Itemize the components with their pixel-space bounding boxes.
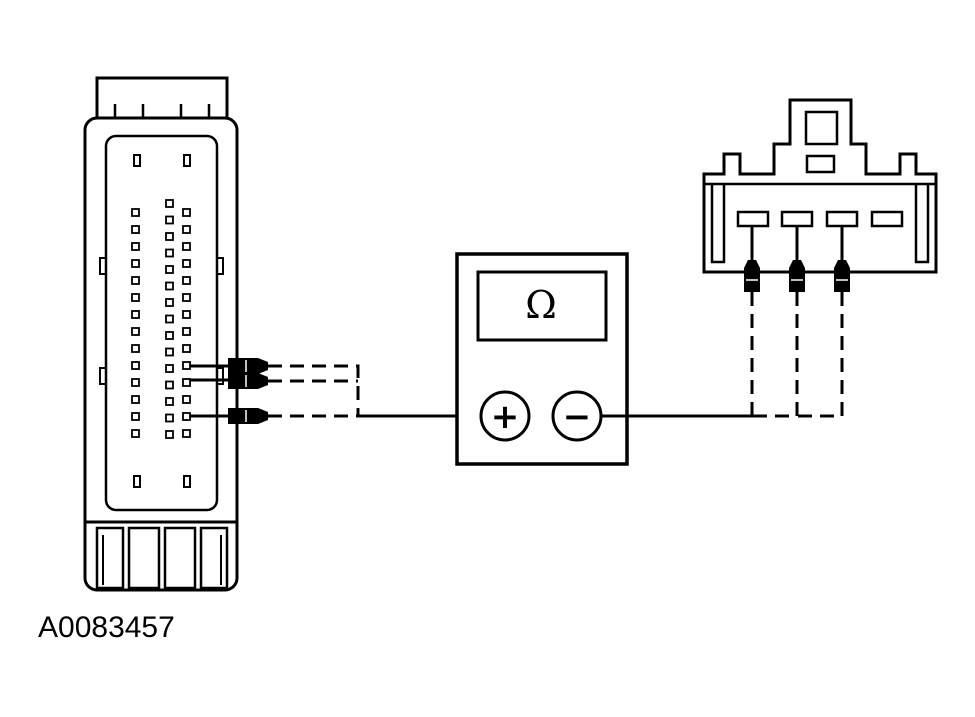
pin-cavity	[165, 331, 174, 340]
pin-cavity	[165, 232, 174, 241]
pin-cavity	[131, 361, 140, 370]
component-connector	[702, 98, 938, 274]
pin-cavity	[131, 344, 140, 353]
pin-cavity	[182, 395, 191, 404]
pin-cavity	[182, 310, 191, 319]
pin-cavity	[165, 265, 174, 274]
pin-cavity	[165, 397, 174, 406]
pin-cavity	[165, 347, 174, 357]
probe-tip-a	[744, 260, 760, 292]
pin-cavity	[131, 378, 140, 387]
left-dashed-leads	[268, 364, 360, 418]
ohm-symbol: Ω	[525, 283, 557, 327]
positive-sign: +	[491, 397, 520, 437]
pin-cavity	[182, 276, 191, 285]
pin-cavity	[182, 429, 191, 438]
pin-cavity	[182, 259, 191, 268]
pin-cavity	[165, 215, 174, 225]
pin-cavity	[131, 242, 140, 251]
probe-tip-c	[834, 260, 850, 292]
pin-cavity	[182, 242, 191, 251]
pin-cavity	[131, 327, 140, 336]
pin-cavity	[131, 208, 140, 217]
pin-cavity	[165, 199, 174, 208]
pin-cavity	[165, 248, 174, 258]
pin-cavity	[165, 281, 174, 291]
positive-terminal	[479, 390, 531, 442]
pin-cavity	[182, 378, 191, 387]
pin-cavity	[131, 412, 140, 421]
meter-display	[476, 270, 608, 342]
pin-cavity	[165, 364, 174, 373]
pin-cavity	[182, 412, 191, 421]
ohmmeter	[455, 252, 629, 466]
component-probe-leads	[744, 226, 850, 292]
pin-cavity	[165, 413, 174, 423]
pin-cavity	[182, 361, 191, 370]
pin-cavity	[182, 327, 191, 336]
pin-cavity	[182, 208, 191, 217]
module-probe-leads	[190, 358, 268, 424]
pin-cavity	[182, 293, 191, 302]
probe-tip-2	[228, 373, 268, 389]
pin-cavity	[182, 344, 191, 353]
pin-cavity	[182, 225, 191, 234]
pin-cavity	[131, 395, 140, 404]
probe-tip-b	[789, 260, 805, 292]
pin-cavity	[131, 276, 140, 285]
right-dashed-leads	[750, 292, 844, 418]
negative-sign: −	[563, 397, 592, 437]
pin-cavity	[165, 380, 174, 390]
pin-cavity	[131, 310, 140, 319]
pin-cavity	[165, 430, 174, 439]
module-connector	[83, 76, 239, 592]
pin-cavity	[131, 259, 140, 268]
figure-reference-number: A0083457	[38, 611, 175, 644]
probe-tip-1	[228, 358, 268, 374]
pin-cavity	[131, 225, 140, 234]
connector-pin-grid	[131, 199, 191, 439]
pin-cavity	[131, 293, 140, 302]
pin-cavity	[131, 429, 140, 438]
pin-cavity	[165, 298, 174, 307]
probe-tip-3	[228, 408, 268, 424]
pin-cavity	[165, 314, 174, 324]
